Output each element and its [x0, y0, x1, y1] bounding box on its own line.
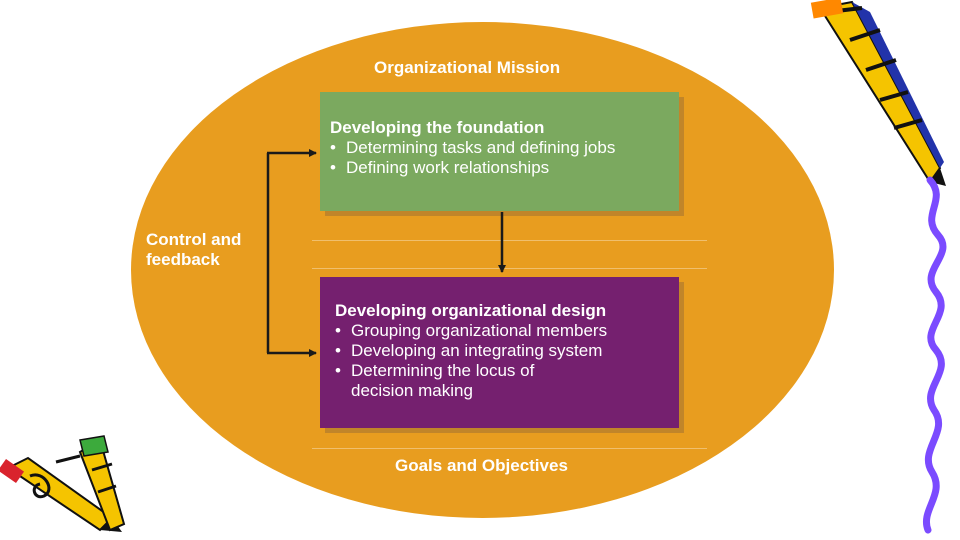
design-title: Developing organizational design — [335, 301, 607, 320]
pencil-icon — [810, 0, 946, 186]
foundation-item: •Defining work relationships — [330, 158, 550, 177]
bullet-icon: • — [335, 341, 341, 360]
foundation-item: •Determining tasks and defining jobs — [330, 138, 616, 157]
design-item: •Grouping organizational members — [335, 321, 608, 340]
squiggle-line-icon — [922, 176, 947, 534]
bullet-icon: • — [330, 138, 336, 157]
bullet-icon: • — [330, 158, 336, 177]
control-feedback-label: Control and feedback — [146, 230, 242, 269]
pencil-icon — [55, 435, 126, 532]
divider-line — [312, 448, 707, 449]
bullet-icon: • — [335, 361, 341, 380]
bullet-icon: • — [335, 321, 341, 340]
design-box: Developing organizational design •Groupi… — [320, 277, 679, 428]
divider-line — [312, 268, 707, 269]
foundation-title: Developing the foundation — [330, 118, 545, 137]
divider-line — [312, 240, 707, 241]
design-item-continuation: decision making — [351, 381, 473, 400]
organizational-mission-label: Organizational Mission — [374, 58, 561, 77]
design-item: •Developing an integrating system — [335, 341, 603, 360]
design-item: •Determining the locus of — [335, 361, 535, 380]
goals-objectives-label: Goals and Objectives — [395, 456, 568, 475]
foundation-box: Developing the foundation •Determining t… — [320, 92, 679, 211]
